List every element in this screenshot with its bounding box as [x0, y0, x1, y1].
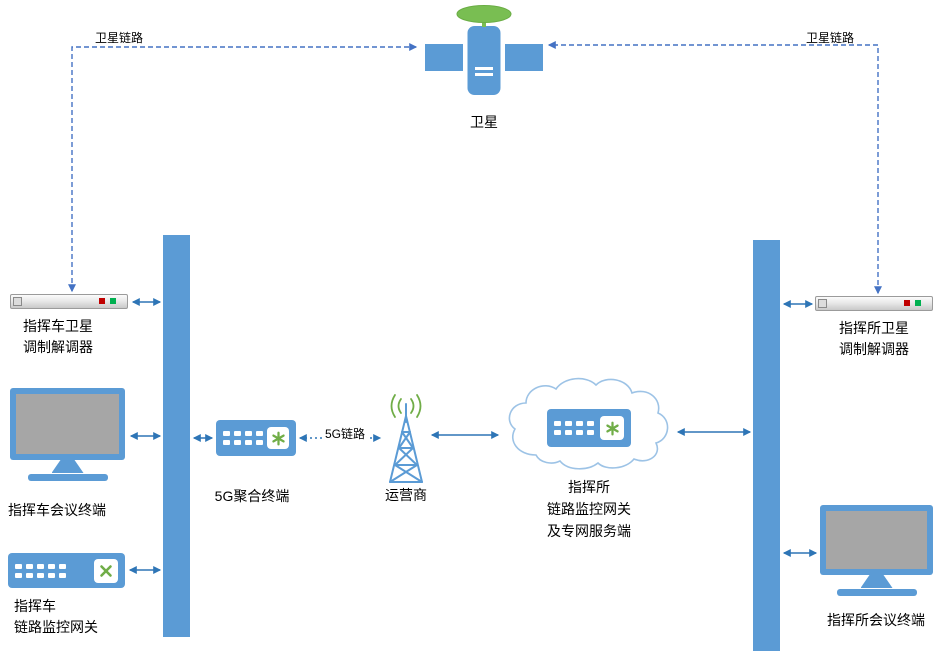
carrier-label: 运营商	[385, 487, 427, 503]
vehicle-satellite-modem	[10, 294, 128, 309]
cloud-gateway-device	[547, 409, 631, 447]
vehicle-link-gateway	[8, 553, 125, 588]
vehicle-rack-bar	[163, 235, 190, 637]
cloud-label: 指挥所 链路监控网关 及专网服务端	[547, 479, 631, 539]
satellite-link-right-line	[547, 41, 882, 295]
monitor-neck	[860, 575, 893, 588]
vehicle-gateway-label: 指挥车 链路监控网关	[14, 598, 98, 635]
monitor-neck	[51, 460, 84, 473]
monitor-frame	[10, 388, 125, 460]
post-satellite-modem	[815, 296, 933, 311]
vehicle-conference-terminal	[10, 388, 125, 481]
post-terminal-label: 指挥所会议终端	[827, 612, 925, 628]
modem-knob	[818, 299, 827, 308]
gateway-ports	[15, 563, 66, 578]
modem-led-red	[99, 298, 105, 304]
radio-waves-icon	[390, 394, 422, 418]
satellite-label: 卫星	[470, 114, 498, 130]
satellite-icon	[425, 5, 543, 95]
monitor-base	[836, 589, 917, 596]
monitor-frame	[820, 505, 933, 575]
satellite-dish	[456, 5, 512, 23]
aggregator-label: 5G聚合终端	[214, 488, 290, 504]
aggregator-ports	[223, 431, 263, 445]
gateway-x-icon	[94, 558, 118, 583]
cloud-gateway-ports	[554, 421, 594, 435]
post-rack-bar	[753, 240, 780, 651]
post-conference-terminal	[820, 505, 933, 596]
cloud-gateway-fan-icon	[600, 416, 624, 440]
aggregator-5g-device	[216, 420, 296, 456]
modem-knob	[13, 297, 22, 306]
satellite-wing-right	[505, 44, 543, 71]
monitor-screen	[16, 394, 119, 454]
tower-lattice	[389, 403, 423, 483]
modem-led-green	[915, 300, 921, 306]
post-modem-label: 指挥所卫星 调制解调器	[839, 320, 909, 357]
monitor-screen	[826, 511, 927, 569]
carrier-tower-icon	[389, 394, 423, 483]
modem-led-red	[904, 300, 910, 306]
satellite-link-left-label: 卫星链路	[95, 31, 144, 45]
vehicle-terminal-label: 指挥车会议终端	[8, 502, 106, 518]
satellite-link-left-line	[68, 43, 418, 293]
5g-link-label: 5G链路	[322, 427, 369, 441]
vehicle-modem-label: 指挥车卫星 调制解调器	[23, 318, 93, 355]
aggregator-fan-icon	[267, 427, 289, 449]
modem-led-green	[110, 298, 116, 304]
satellite-wing-left	[425, 44, 463, 71]
satellite-body	[467, 26, 501, 95]
monitor-base	[27, 474, 108, 481]
satellite-link-right-label: 卫星链路	[806, 31, 855, 45]
